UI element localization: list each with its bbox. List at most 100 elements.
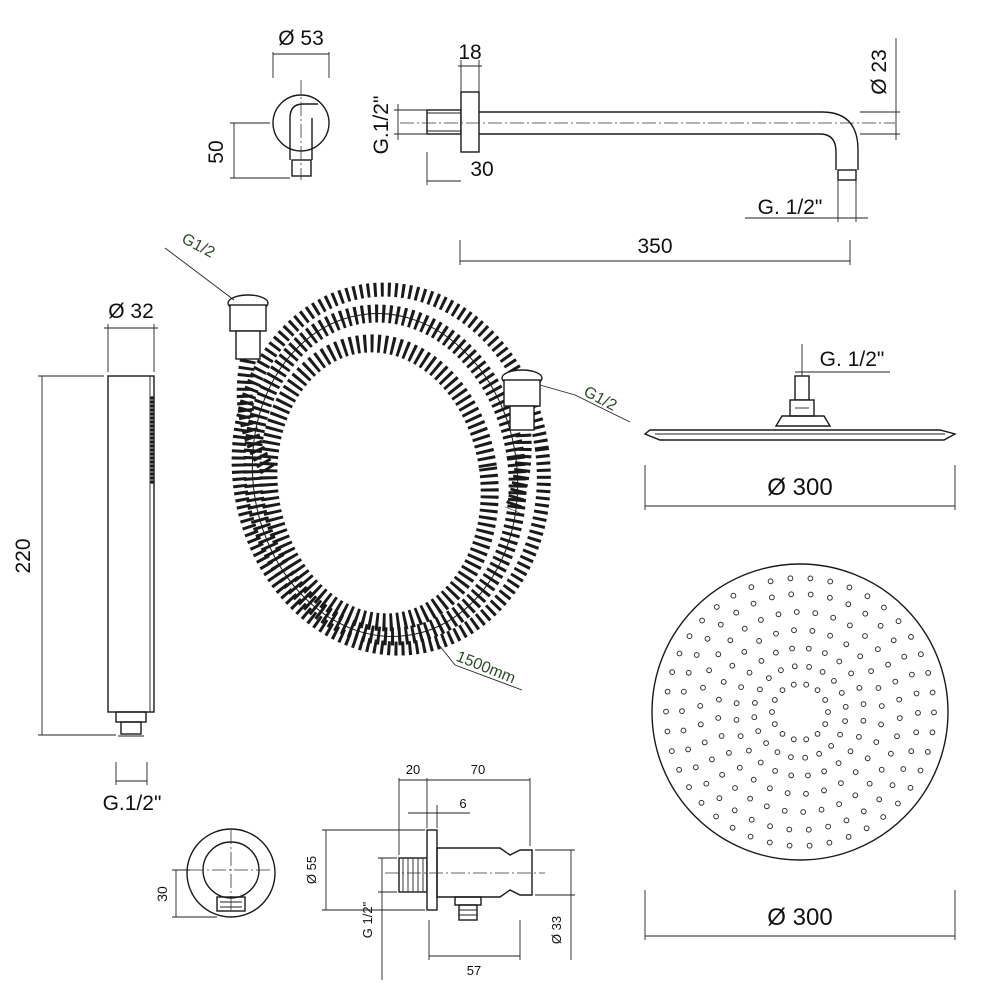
- spray-hole: [845, 834, 852, 840]
- spray-hole: [838, 780, 844, 786]
- spray-hole: [837, 731, 843, 738]
- spray-hole: [805, 772, 811, 779]
- spray-hole: [686, 633, 693, 640]
- spray-hole: [697, 721, 704, 728]
- spray-hole: [822, 721, 829, 727]
- spray-hole: [846, 584, 853, 591]
- wall-outlet-side-view: [322, 778, 575, 980]
- spray-hole: [901, 653, 908, 660]
- spray-hole: [693, 652, 700, 658]
- nozzle-dot: [150, 460, 154, 464]
- arm-diameter-label: Ø 23: [868, 49, 891, 95]
- nozzle-dot: [150, 404, 154, 408]
- spray-hole: [773, 630, 779, 637]
- spray-hole: [763, 740, 769, 746]
- spray-hole: [664, 688, 671, 695]
- spray-hole: [802, 754, 809, 761]
- spray-hole: [756, 638, 762, 644]
- spray-hole: [788, 591, 795, 598]
- spray-hole: [816, 750, 822, 757]
- spray-hole: [864, 593, 871, 600]
- spray-hole: [885, 661, 891, 668]
- spray-hole: [890, 637, 897, 644]
- spray-hole: [896, 715, 903, 721]
- arm-flange-label: 18: [458, 41, 481, 64]
- nozzle-dot: [150, 400, 154, 404]
- spray-hole: [788, 772, 795, 779]
- spray-hole: [767, 578, 774, 585]
- spray-hole: [925, 749, 931, 755]
- spray-hole: [812, 610, 819, 617]
- nozzle-dot: [150, 424, 154, 428]
- nozzle-dot: [150, 428, 154, 432]
- spray-hole: [809, 628, 816, 634]
- spray-hole: [868, 668, 874, 674]
- spray-hole: [771, 721, 778, 727]
- spray-hole: [828, 743, 834, 749]
- nozzle-dot: [150, 456, 154, 460]
- spray-hole: [929, 689, 936, 696]
- elbow-height-label: 50: [205, 140, 228, 163]
- spray-hole: [736, 764, 743, 771]
- spray-hole: [726, 750, 732, 756]
- spray-hole: [814, 687, 821, 693]
- nozzle-dot: [150, 416, 154, 420]
- arm-length-label: 350: [637, 235, 672, 258]
- spray-hole: [900, 766, 907, 772]
- arm-thread-right-label: G. 1/2": [758, 196, 823, 219]
- spray-hole: [866, 780, 873, 787]
- spray-hole: [766, 839, 773, 846]
- wall-outlet-front-view: [172, 828, 276, 918]
- spray-hole: [758, 617, 764, 623]
- spray-hole: [915, 710, 921, 716]
- spray-hole: [732, 785, 738, 791]
- spray-hole: [877, 622, 884, 629]
- spray-hole: [727, 637, 734, 644]
- spray-hole: [856, 734, 862, 740]
- spray-hole: [895, 800, 901, 807]
- spray-hole: [875, 646, 881, 653]
- spray-hole: [825, 709, 831, 715]
- spray-hole: [838, 690, 845, 696]
- spray-hole: [781, 807, 788, 814]
- spray-hole: [716, 795, 723, 802]
- spray-hole: [819, 669, 826, 675]
- spray-hole: [750, 776, 757, 783]
- spray-hole: [746, 669, 753, 676]
- spray-hole: [748, 816, 755, 823]
- spray-hole: [931, 709, 937, 716]
- spray-hole: [769, 709, 775, 715]
- spray-hole: [888, 750, 894, 757]
- spray-hole: [706, 667, 712, 674]
- spray-hole: [729, 824, 736, 831]
- spray-hole: [704, 635, 711, 642]
- spray-hole: [895, 618, 902, 625]
- spray-hole: [767, 823, 773, 830]
- spray-hole: [686, 784, 692, 790]
- spray-hole: [827, 578, 834, 585]
- elbow-diameter-label: Ø 53: [278, 27, 324, 50]
- spray-hole: [788, 754, 794, 760]
- head-thread-label: G. 1/2": [820, 348, 885, 371]
- spray-hole: [733, 609, 740, 616]
- spray-hole: [697, 703, 704, 709]
- spray-hole: [775, 611, 782, 618]
- spray-hole: [880, 814, 887, 820]
- spray-hole: [913, 729, 920, 736]
- spray-hole: [676, 650, 683, 657]
- spray-hole: [825, 823, 831, 830]
- nozzle-dot: [150, 432, 154, 436]
- spray-hole: [835, 760, 842, 766]
- spray-hole: [787, 575, 794, 582]
- outlet-thread-label: G 1/2": [360, 901, 375, 938]
- spray-hole: [878, 766, 885, 773]
- spray-hole: [784, 790, 791, 796]
- spray-hole: [738, 684, 744, 690]
- arm-thread-left-label: G.1/2": [370, 96, 393, 155]
- nozzle-dot: [150, 476, 154, 480]
- spray-hole: [800, 809, 807, 815]
- spray-hole: [826, 839, 833, 846]
- spray-hole: [852, 792, 859, 799]
- spray-hole: [929, 729, 936, 736]
